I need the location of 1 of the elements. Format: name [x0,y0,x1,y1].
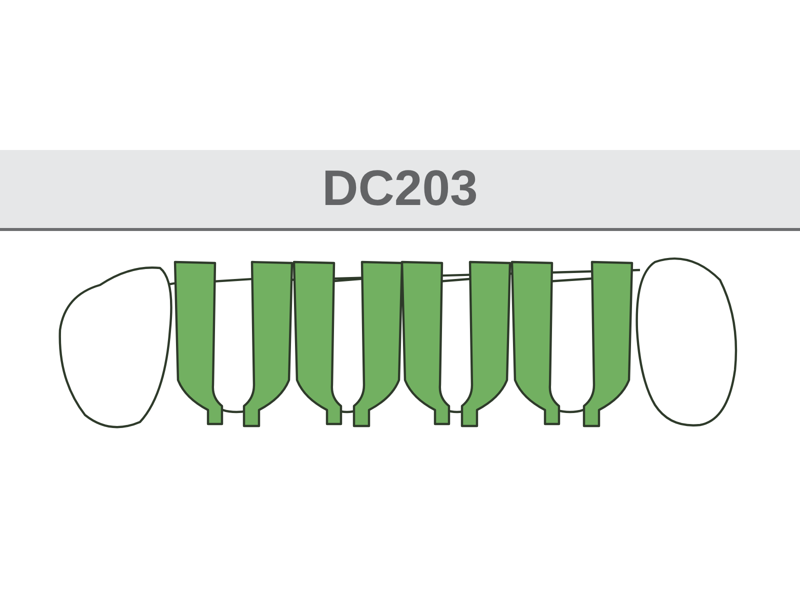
title: DC203 [322,160,478,216]
